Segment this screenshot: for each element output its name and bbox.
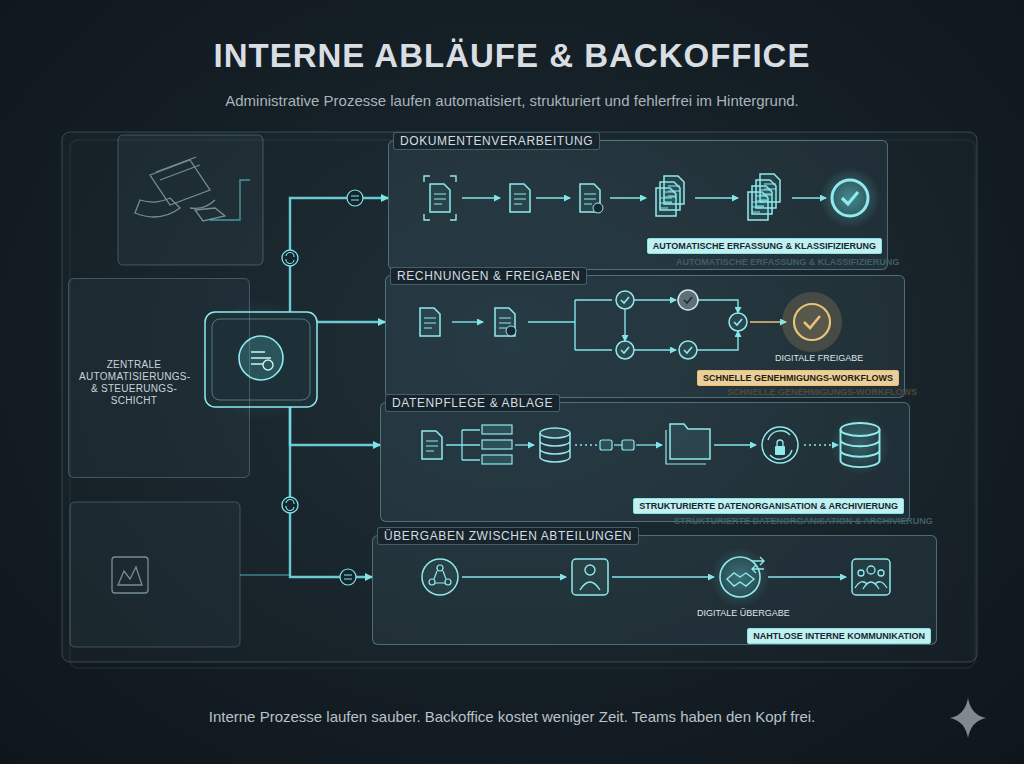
process-row: ÜBERGABEN ZWISCHEN ABTEILUNGENNAHTLOSE I… bbox=[372, 535, 937, 645]
process-row: RECHNUNGEN & FREIGABENSCHNELLE GENEHMIGU… bbox=[385, 275, 905, 398]
tag-text: SCHNELLE GENEHMIGUNGS-WORKFLOWS bbox=[703, 373, 893, 383]
process-row: DOKUMENTENVERARBEITUNGAUTOMATISCHE ERFAS… bbox=[388, 140, 888, 270]
tag-text: AUTOMATISCHE ERFASSUNG & KLASSIFIZIERUNG bbox=[653, 241, 876, 251]
diagram-caption: Interne Prozesse laufen sauber. Backoffi… bbox=[0, 707, 1024, 727]
row-heading: ÜBERGABEN ZWISCHEN ABTEILUNGEN bbox=[377, 527, 639, 545]
control-layer-panel: ZENTRALE AUTOMATISIERUNGS- & STEUERUNGS-… bbox=[68, 278, 250, 478]
subtitle: Administrative Prozesse laufen automatis… bbox=[0, 91, 1024, 111]
step-label: DIGITALE ÜBERGABE bbox=[697, 607, 790, 619]
tag-reflection: STRUKTURIERTE DATENORGANISATION & ARCHIV… bbox=[674, 515, 933, 527]
row-heading: DATENPFLEGE & ABLAGE bbox=[385, 394, 560, 412]
feature-tag: AUTOMATISCHE ERFASSUNG & KLASSIFIZIERUNG bbox=[647, 238, 882, 254]
feature-tag: SCHNELLE GENEHMIGUNGS-WORKFLOWS bbox=[697, 370, 899, 386]
feature-tag: STRUKTURIERTE DATENORGANISATION & ARCHIV… bbox=[633, 498, 904, 514]
tag-text: STRUKTURIERTE DATENORGANISATION & ARCHIV… bbox=[639, 501, 898, 511]
tag-reflection: AUTOMATISCHE ERFASSUNG & KLASSIFIZIERUNG bbox=[676, 256, 899, 268]
feature-tag: NAHTLOSE INTERNE KOMMUNIKATION bbox=[747, 628, 931, 644]
row-heading: RECHNUNGEN & FREIGABEN bbox=[390, 267, 587, 285]
tag-text: NAHTLOSE INTERNE KOMMUNIKATION bbox=[753, 631, 925, 641]
row-heading: DOKUMENTENVERARBEITUNG bbox=[393, 132, 600, 150]
process-row: DATENPFLEGE & ABLAGESTRUKTURIERTE DATENO… bbox=[380, 402, 910, 522]
panel-text: ZENTRALE AUTOMATISIERUNGS- & STEUERUNGS-… bbox=[79, 359, 189, 407]
tag-reflection: SCHNELLE GENEHMIGUNGS-WORKFLOWS bbox=[727, 386, 917, 398]
step-label: DIGITALE FREIGABE bbox=[775, 352, 863, 364]
diagram-title: INTERNE ABLÄUFE & BACKOFFICE bbox=[0, 36, 1024, 76]
